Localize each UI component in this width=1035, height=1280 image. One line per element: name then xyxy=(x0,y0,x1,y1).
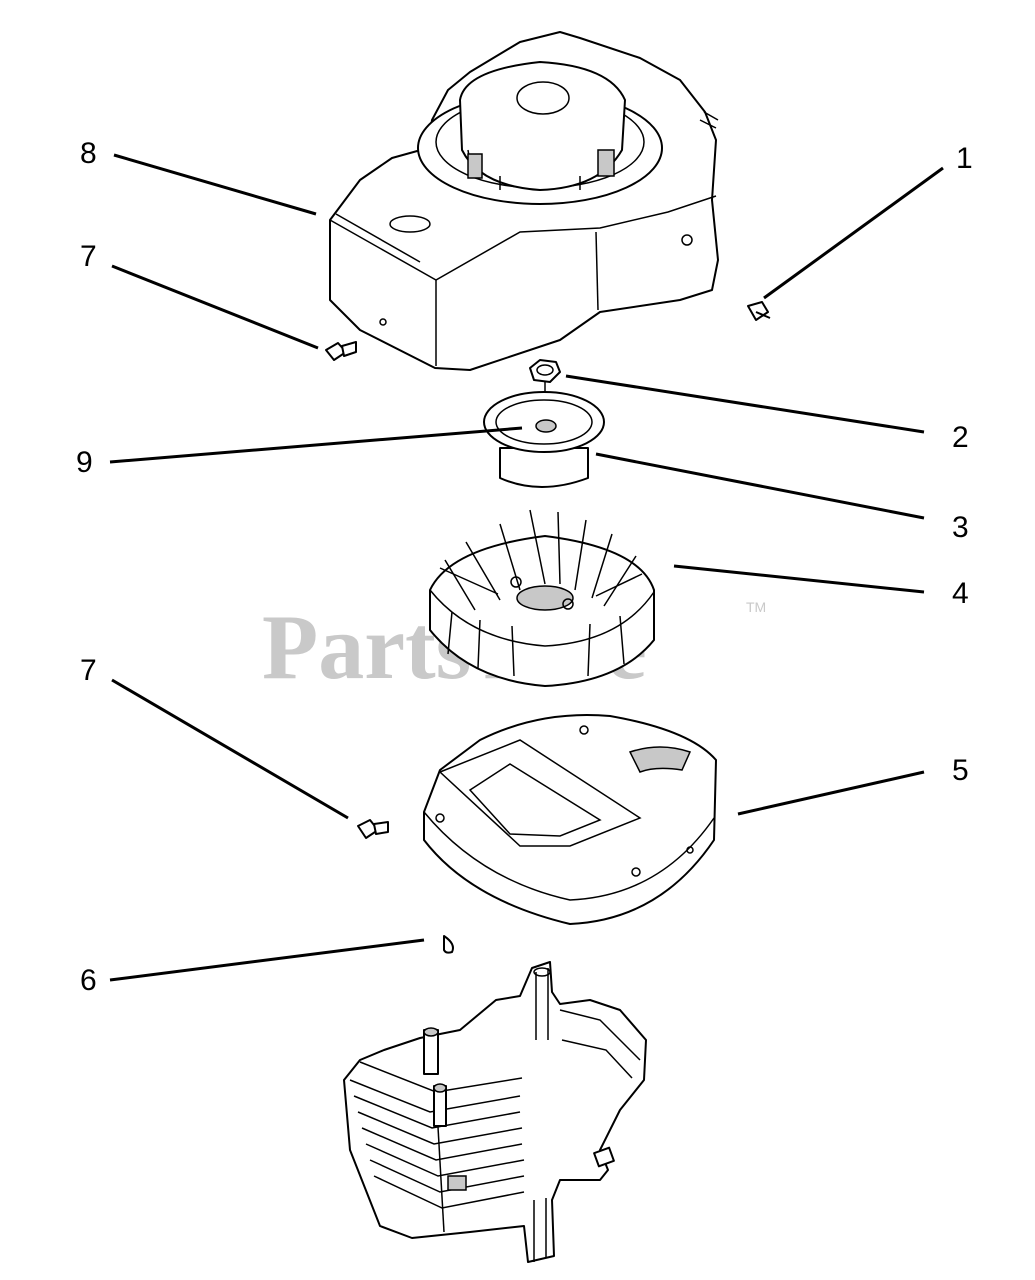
leader-line-2 xyxy=(565,374,925,434)
screw-part-1 xyxy=(747,301,771,321)
callout-4: 4 xyxy=(952,577,969,610)
screw-part-7-upper xyxy=(325,341,357,361)
callout-2: 2 xyxy=(952,421,969,454)
callout-6: 6 xyxy=(80,964,97,997)
leader-line-5 xyxy=(737,770,925,816)
callout-7a: 7 xyxy=(80,240,97,273)
engine-base-plate-part xyxy=(423,714,717,925)
starter-cup-part xyxy=(483,391,605,488)
callout-7b: 7 xyxy=(80,654,97,687)
callout-9: 9 xyxy=(76,446,93,479)
leader-line-9 xyxy=(109,426,523,464)
screw-part-7-lower xyxy=(357,819,389,839)
leader-line-6 xyxy=(109,938,425,982)
callout-3: 3 xyxy=(952,511,969,544)
flywheel-part xyxy=(429,509,655,687)
leader-line-7a xyxy=(111,264,319,350)
woodruff-key-part xyxy=(443,935,454,954)
washer-part xyxy=(535,419,557,433)
callout-1: 1 xyxy=(956,142,973,175)
watermark-trademark: TM xyxy=(746,599,766,615)
callout-5: 5 xyxy=(952,754,969,787)
leader-line-8 xyxy=(113,153,317,216)
blower-housing-part xyxy=(329,31,719,371)
leader-line-1 xyxy=(763,166,944,300)
callout-8: 8 xyxy=(80,137,97,170)
leader-line-7b xyxy=(111,678,349,820)
engine-cylinder-block xyxy=(343,961,647,1263)
leader-line-4 xyxy=(673,564,925,594)
leader-line-3 xyxy=(595,452,925,520)
